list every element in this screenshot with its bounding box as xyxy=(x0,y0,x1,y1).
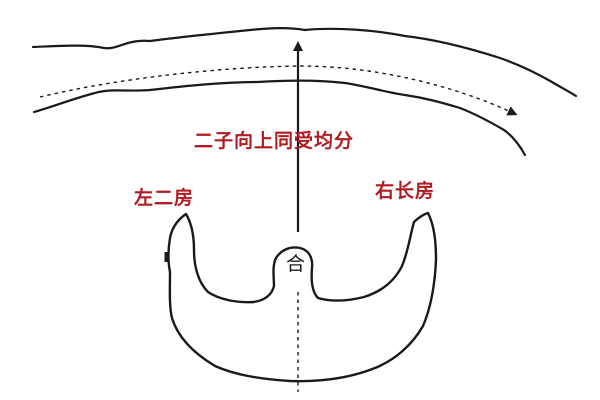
grave-terrain-outline xyxy=(167,211,438,383)
river-upper-bank xyxy=(31,27,578,98)
label-sons-share-equally: 二子向上同受均分 xyxy=(194,130,355,152)
grave-mark: 合 xyxy=(286,253,306,275)
label-left-second-house: 左二房 xyxy=(134,187,195,209)
river-lower-bank xyxy=(32,79,527,157)
label-right-eldest-house: 右长房 xyxy=(375,180,436,202)
water-flow-dashed-arrow xyxy=(39,65,518,116)
